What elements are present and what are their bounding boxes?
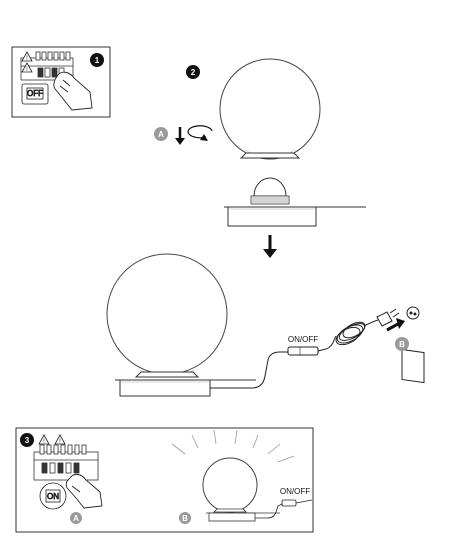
svg-text:!: ! (43, 439, 45, 445)
warning-icon: ! (54, 434, 66, 445)
onoff-switch-main: ON/OFF (287, 335, 319, 356)
assembled-lamp (106, 253, 256, 397)
marker-b-right: B (395, 337, 409, 351)
marker-a-bottom-label: A (73, 514, 79, 523)
step2-badge: 2 (186, 65, 200, 79)
step1-number: 1 (95, 56, 100, 65)
marker-a-top: A (154, 127, 168, 141)
rotate-icon (187, 125, 213, 141)
small-lamp (202, 457, 313, 522)
socket-detail-illustration: ON (39, 482, 67, 510)
hand-icon (53, 71, 93, 111)
marker-b-bottom-label: B (182, 514, 188, 523)
breaker-on-label: ON (47, 492, 59, 501)
hand-icon (65, 473, 103, 509)
onoff-switch-small: ON/OFF (280, 487, 310, 507)
marker-a-bottom: A (70, 512, 82, 524)
marker-a-top-label: A (158, 130, 164, 139)
breaker-box-illustration (33, 444, 99, 481)
svg-text:!: ! (59, 439, 61, 445)
arrow-down-icon (175, 127, 185, 145)
onoff-label-main: ON/OFF (288, 335, 318, 344)
warning-icon: ! (38, 434, 50, 445)
marker-b-bottom: B (179, 512, 191, 524)
arrow-down-icon (263, 235, 277, 258)
warning-icon: ! (21, 51, 33, 62)
arrow-right-icon (386, 318, 405, 332)
breaker-box-illustration (20, 51, 74, 81)
light-rays (171, 429, 295, 463)
step3-badge: 3 (20, 433, 34, 447)
power-cable (210, 319, 379, 389)
onoff-label-small: ON/OFF (280, 487, 310, 496)
base-with-led-dome (224, 177, 366, 227)
step3-panel: 3 ! ! (15, 427, 314, 533)
step2-number: 2 (191, 68, 196, 77)
globe-lifted (219, 58, 321, 160)
svg-text:!: ! (26, 56, 28, 62)
step1-badge: 1 (90, 53, 104, 67)
breaker-off-label: OFF (27, 89, 43, 98)
step1-panel: ! ! OFF 1 (11, 46, 111, 118)
svg-text:!: ! (26, 67, 28, 73)
wall-socket-icon (401, 306, 425, 384)
warning-icon: ! (21, 62, 33, 73)
step3-number: 3 (25, 436, 30, 445)
marker-b-right-label: B (399, 340, 405, 349)
socket-detail-illustration: OFF (21, 83, 49, 105)
plug-icon (376, 308, 400, 327)
